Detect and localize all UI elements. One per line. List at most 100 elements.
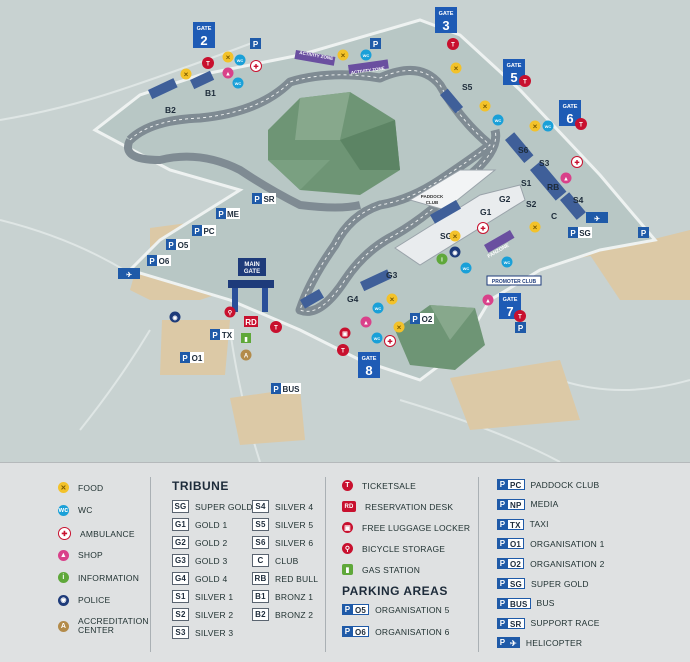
gate-6-num: 6 <box>566 111 573 126</box>
gate-3-label: GATE <box>439 11 454 17</box>
helicopter-map: ✈ <box>118 268 140 279</box>
gas-station-icon: ▮ <box>241 333 251 343</box>
tribune-s6: S6 <box>518 145 529 155</box>
ambulance-icon: ✚ <box>477 222 489 234</box>
svg-text:O5: O5 <box>178 241 189 250</box>
parking-label: ORGANISATION 6 <box>375 626 450 637</box>
gate-8-marker[interactable]: GATE 8 <box>358 352 380 378</box>
gas-station-icon: ▮ <box>342 564 353 575</box>
gate-7-num: 7 <box>506 304 513 319</box>
bicycle-icon: ⚲ <box>342 543 353 554</box>
parking-p: P <box>497 518 508 530</box>
tribune-code-badge: B2 <box>252 608 269 621</box>
shop-icon: ▲ <box>560 172 572 184</box>
svg-text:✚: ✚ <box>253 64 258 71</box>
legend-label: SHOP <box>78 550 103 560</box>
svg-text:WC: WC <box>235 81 242 86</box>
food-icon: ✕ <box>393 321 405 333</box>
tribune-code-badge: S4 <box>252 500 269 513</box>
activity-zone-1[interactable]: ACTIVITY ZONE <box>294 50 336 66</box>
tribune-rb: RB <box>547 182 559 192</box>
tribune-c: C <box>551 211 557 221</box>
svg-text:P: P <box>253 40 259 49</box>
tribune-stands <box>148 70 586 309</box>
accreditation-icon: A <box>58 620 69 632</box>
legend-item-food: ✕FOOD <box>58 482 103 493</box>
circuit-map: MAIN GATE GATE 2 GATE 3 GATE 5 GATE 6 GA… <box>0 7 690 463</box>
svg-text:WC: WC <box>504 260 511 265</box>
svg-text:▲: ▲ <box>485 299 491 305</box>
svg-text:✕: ✕ <box>389 297 394 304</box>
legend-item-police: ◉POLICE <box>58 594 110 606</box>
tribune-s2: S2 <box>526 199 537 209</box>
svg-text:✕: ✕ <box>452 234 457 241</box>
parking-code: O5 <box>353 604 370 615</box>
svg-text:✕: ✕ <box>453 66 458 73</box>
ticketsale-icon: T <box>575 118 587 130</box>
tribune-label: BRONZ 1 <box>275 591 314 602</box>
ticketsale-icon: T <box>202 57 214 69</box>
promoter-club-banner[interactable]: PROMOTER CLUB <box>486 275 542 286</box>
legend-separator <box>150 477 151 652</box>
shop-icon: ▲ <box>482 294 494 306</box>
parking-p: P <box>497 558 508 570</box>
gate-7-label: GATE <box>503 297 518 303</box>
parking-label: BUS <box>536 598 555 609</box>
wc-icon: WC <box>492 114 504 126</box>
legend-label: INFORMATION <box>78 572 140 583</box>
tribune-labels: B1 B2 S5 S6 S3 S1 S2 RB S4 C G1 G2 SG G3… <box>165 82 584 304</box>
svg-text:T: T <box>274 326 278 332</box>
gate-6-marker[interactable]: GATE 6 <box>559 100 581 126</box>
gate-3-marker[interactable]: GATE 3 <box>435 7 457 33</box>
activity-zone-2[interactable]: ACTIVITY ZONE <box>347 59 389 75</box>
tribune-label: SILVER 5 <box>275 519 314 530</box>
tribune-code-badge: B1 <box>252 590 269 603</box>
svg-text:i: i <box>441 258 443 264</box>
gate-3-num: 3 <box>442 18 449 33</box>
tribune-s5: S5 <box>462 82 473 92</box>
tribune-code-badge: S6 <box>252 536 269 549</box>
svg-text:BUS: BUS <box>283 385 301 394</box>
police-icon: ◉ <box>449 246 461 258</box>
svg-text:P: P <box>212 331 218 340</box>
svg-text:P: P <box>194 227 200 236</box>
food-icon: ✕ <box>529 221 541 233</box>
tribune-label: GOLD 3 <box>195 555 228 566</box>
main-gate[interactable]: MAIN GATE <box>228 258 274 312</box>
parking-p: P <box>497 617 508 629</box>
legend-separator <box>478 477 479 652</box>
svg-text:SR: SR <box>263 195 274 204</box>
tribune-label: RED BULL <box>275 573 319 584</box>
paddock-club-label: PADDOCK CLUB <box>421 194 444 205</box>
map-svg: MAIN GATE GATE 2 GATE 3 GATE 5 GATE 6 GA… <box>0 7 690 463</box>
wc-icon: WC <box>360 49 372 61</box>
parking-p: P <box>497 637 508 649</box>
svg-text:✕: ✕ <box>532 225 537 232</box>
gate-5-marker[interactable]: GATE 5 <box>503 59 525 85</box>
main-gate-label-1: MAIN <box>244 262 259 268</box>
tribune-g4: G4 <box>347 294 359 304</box>
svg-text:P: P <box>273 385 279 394</box>
wc-icon: WC <box>232 77 244 89</box>
parking-code: O2 <box>508 558 525 570</box>
gate-2-label: GATE <box>197 26 212 32</box>
parking-label: SUPPORT RACE <box>530 618 600 629</box>
gate-2-marker[interactable]: GATE 2 <box>193 22 215 48</box>
paddock-building <box>408 169 497 211</box>
tribune-g2: G2 <box>499 194 511 204</box>
legend-label: ACCREDITATION <box>78 616 149 626</box>
